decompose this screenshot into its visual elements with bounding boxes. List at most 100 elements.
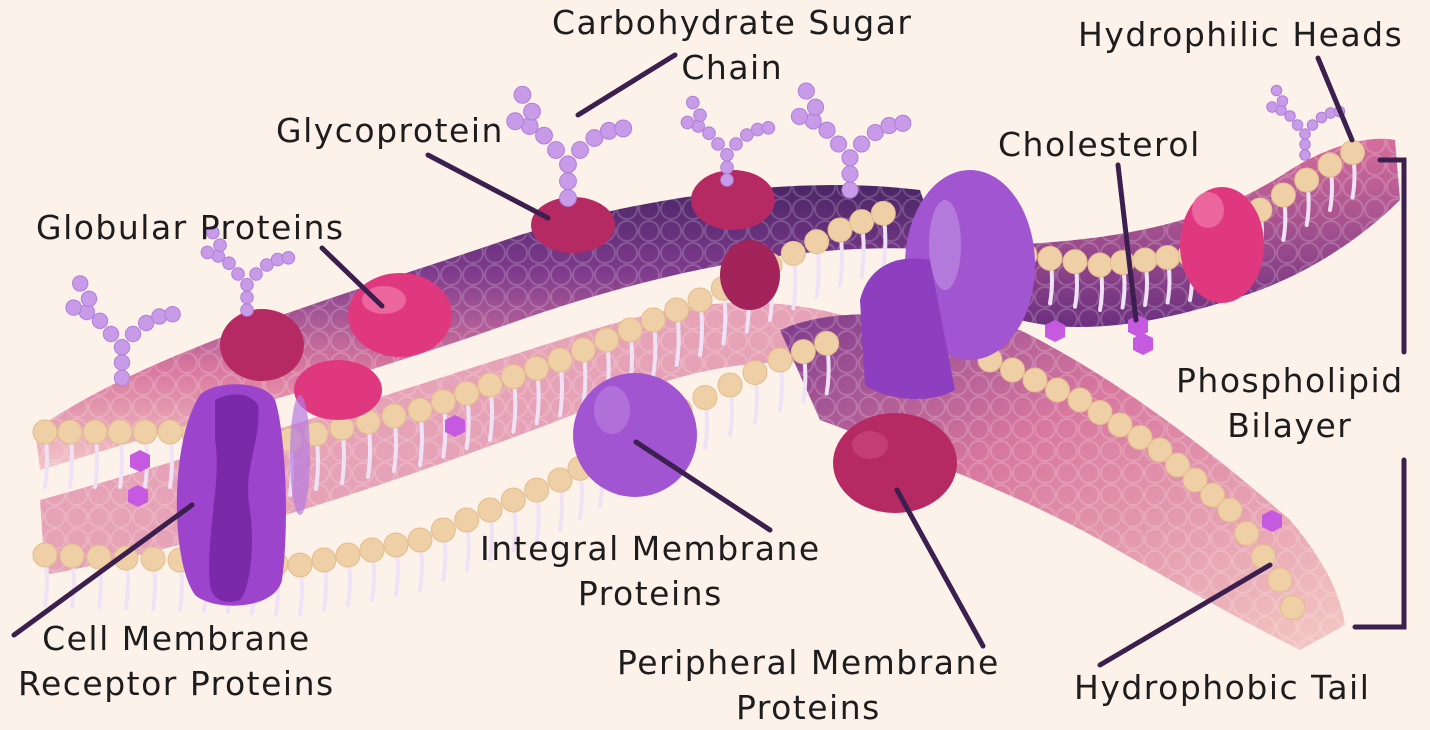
leader-lines xyxy=(11,52,1407,668)
sugar-unit xyxy=(91,312,109,329)
lipid-head xyxy=(86,544,112,570)
sugar-unit xyxy=(702,126,716,140)
lipid-head xyxy=(57,419,83,445)
hydrophobic-tail-label: Hydrophobic Tail xyxy=(1074,668,1371,707)
lipid-head xyxy=(500,487,526,513)
sugar-unit xyxy=(113,339,131,356)
receptor-proteins-label: Cell Membrane Receptor Proteins xyxy=(18,616,335,706)
lipid-head xyxy=(870,200,896,226)
sugar-unit xyxy=(841,165,859,183)
lipid-head xyxy=(311,547,337,573)
sugar-unit xyxy=(1284,110,1296,122)
lipid-head xyxy=(1155,245,1180,270)
lipid-head xyxy=(407,397,433,423)
sugar-unit xyxy=(559,172,577,191)
phospholipid-label-line2: Bilayer xyxy=(1227,406,1353,445)
sugar-unit xyxy=(506,112,525,131)
sugar-unit xyxy=(1299,128,1311,140)
sugar-unit xyxy=(693,108,707,122)
phospholipid-label-line1: Phospholipid xyxy=(1176,361,1404,400)
carbohydrate-label-line2: Chain xyxy=(681,48,784,87)
sugar-unit xyxy=(806,98,825,116)
sugar-unit xyxy=(240,278,254,292)
lipid-head xyxy=(1107,412,1133,438)
sugar-unit xyxy=(65,299,82,316)
lipid-head xyxy=(1087,400,1113,425)
sugar-unit xyxy=(535,126,553,145)
lipid-head xyxy=(827,217,853,243)
lipid-head xyxy=(1270,182,1296,208)
lipid-head xyxy=(107,419,133,445)
hydrophilic-heads-label: Hydrophilic Heads xyxy=(1078,15,1404,54)
sugar-unit xyxy=(790,107,808,125)
lipid-head xyxy=(59,543,85,569)
sugar-unit xyxy=(222,256,236,271)
sugar-unit xyxy=(1299,149,1311,161)
lipid-head xyxy=(407,527,433,553)
sugar-unit xyxy=(614,119,633,138)
sugar-unit xyxy=(1306,119,1319,131)
peripheral-label-line1: Peripheral Membrane xyxy=(617,643,1000,682)
glycoprotein-label: Glycoprotein xyxy=(276,111,504,150)
lipid-head xyxy=(547,347,573,373)
lipid-head xyxy=(1022,367,1048,393)
lipid-head xyxy=(1217,497,1243,523)
lipid-head xyxy=(32,419,58,445)
lipid-head xyxy=(570,337,596,363)
lipid-head xyxy=(359,537,385,563)
sugar-unit xyxy=(206,225,220,240)
lipid-head xyxy=(454,507,480,533)
lipid-head xyxy=(32,542,58,568)
integral-label-line2: Proteins xyxy=(577,574,723,613)
sugar-unit xyxy=(720,173,734,187)
lipid-head xyxy=(640,307,666,333)
lipid-head xyxy=(664,297,690,323)
lipid-head xyxy=(742,360,768,385)
sugar-unit xyxy=(866,123,884,142)
lipid-head xyxy=(335,542,361,568)
lipid-head xyxy=(524,477,550,503)
lipid-head xyxy=(157,419,183,445)
lipid-head xyxy=(140,546,166,572)
sugar-unit xyxy=(1299,138,1311,151)
sugar-unit xyxy=(571,141,589,159)
sugar-unit xyxy=(213,238,227,252)
carbohydrate-label-line1: Carbohydrate Sugar xyxy=(552,3,913,42)
lipid-head xyxy=(454,380,480,406)
lipid-head xyxy=(132,419,158,445)
lipid-head xyxy=(692,385,718,410)
lipid-head xyxy=(1317,152,1343,178)
lipid-head xyxy=(477,372,503,398)
lipid-head xyxy=(1132,247,1158,273)
lipid-head xyxy=(804,229,830,255)
sugar-unit xyxy=(281,250,296,265)
carbohydrate-label: Carbohydrate Sugar Chain xyxy=(552,0,912,90)
sugar-unit xyxy=(523,102,541,121)
sugar-unit xyxy=(818,121,836,139)
integral-label-line1: Integral Membrane xyxy=(480,529,821,568)
peripheral-protein xyxy=(833,413,957,513)
sugar-unit xyxy=(513,85,532,104)
sugar-unit xyxy=(720,148,734,162)
sugar-unit xyxy=(1315,111,1328,124)
lipid-head xyxy=(381,403,407,429)
sugar-unit xyxy=(797,82,815,100)
sugar-unit xyxy=(559,189,577,207)
lipid-head xyxy=(1037,245,1063,271)
sugar-unit xyxy=(200,245,215,260)
glycoproteins xyxy=(531,170,780,310)
sugar-unit xyxy=(740,128,754,142)
lipid-head xyxy=(1182,467,1208,493)
lipid-head xyxy=(1127,425,1153,450)
sugar-unit xyxy=(852,135,871,153)
lipid-head xyxy=(547,467,573,493)
integral-proteins-label: Integral Membrane Proteins xyxy=(480,526,821,616)
sugar-unit xyxy=(720,160,734,175)
sugar-unit xyxy=(711,137,725,151)
lipid-head xyxy=(1165,452,1190,478)
lipid-head xyxy=(82,419,108,445)
lipid-head xyxy=(1340,140,1365,165)
lipid-head xyxy=(430,389,456,415)
